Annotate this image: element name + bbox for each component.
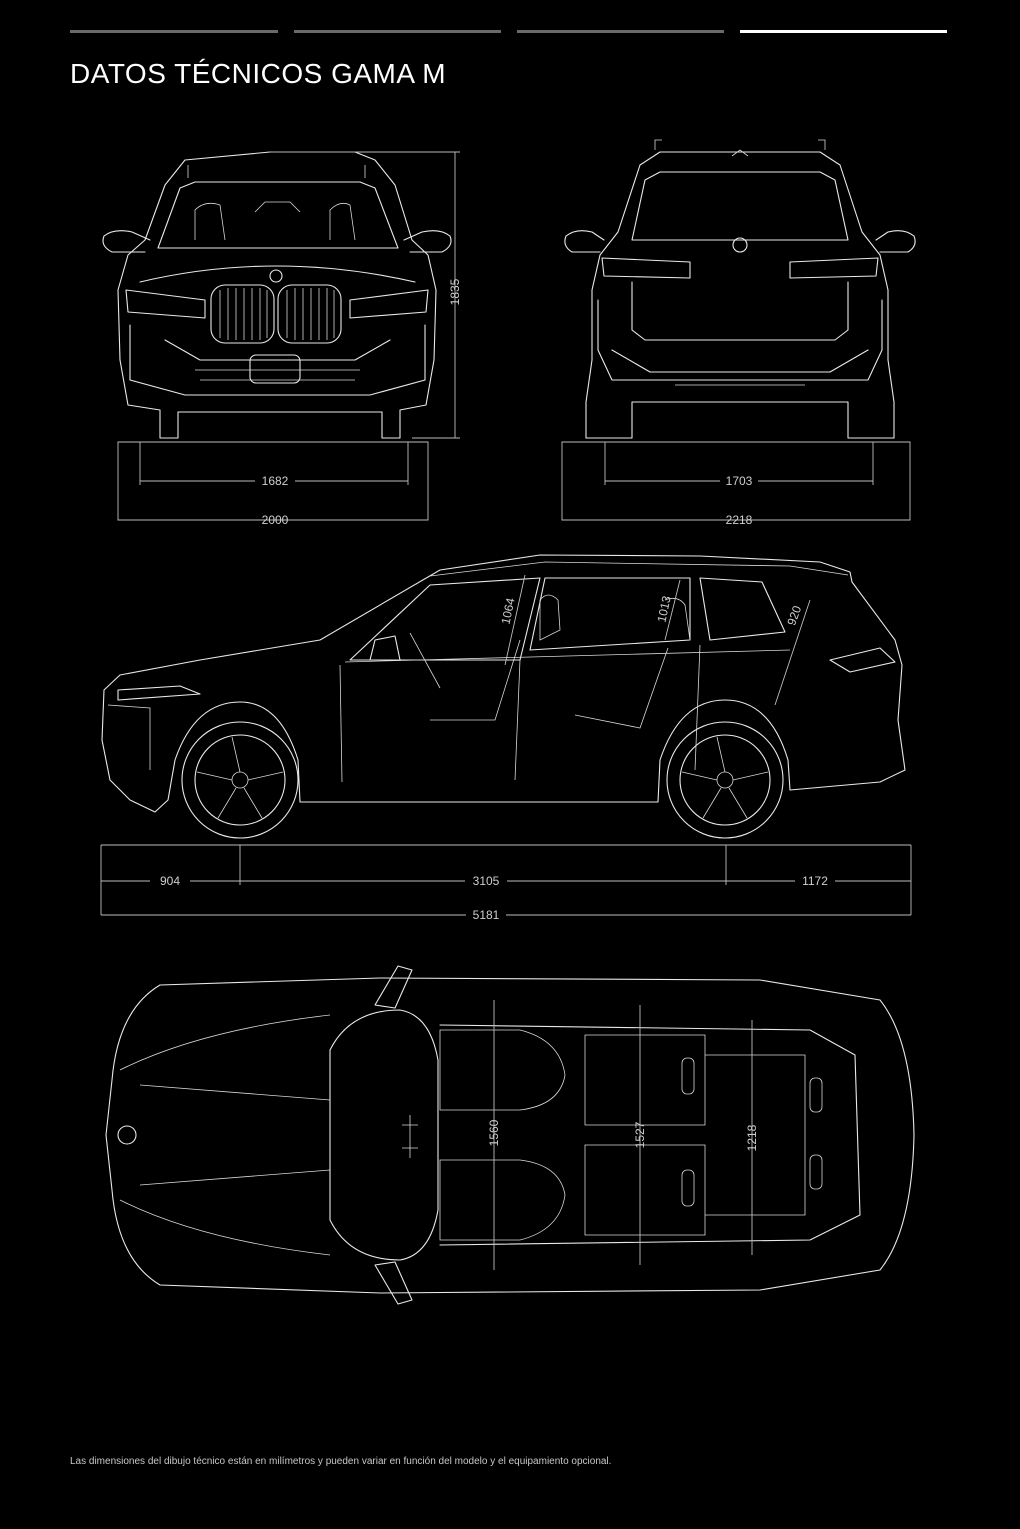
rear-view-drawing <box>564 139 916 439</box>
dim-front-height: 1835 <box>448 278 462 305</box>
front-dimension-lines <box>117 441 429 521</box>
dim-length: 5181 <box>473 908 500 922</box>
dim-headroom-row1: 1064 <box>498 596 517 625</box>
dim-front-track: 1682 <box>262 474 289 488</box>
dim-headroom-row3: 920 <box>784 604 804 628</box>
dim-shoulder-row1: 1560 <box>487 1119 501 1146</box>
side-dimension-lines <box>100 844 912 916</box>
dim-front-width: 2000 <box>262 513 289 527</box>
front-view-drawing <box>102 151 460 439</box>
progress-bar-2 <box>294 30 501 33</box>
dim-wheelbase: 3105 <box>473 874 500 888</box>
dim-front-overhang: 904 <box>160 874 180 888</box>
dim-rear-width: 2218 <box>726 513 753 527</box>
dim-shoulder-row2: 1527 <box>633 1121 647 1148</box>
dim-rear-overhang: 1172 <box>802 874 828 888</box>
dim-shoulder-row3: 1218 <box>745 1124 759 1151</box>
progress-bar-4 <box>740 30 947 33</box>
side-view-drawing <box>101 554 906 839</box>
dim-rear-track: 1703 <box>726 474 753 488</box>
dim-headroom-row2: 1013 <box>654 594 673 623</box>
footnote: Las dimensiones del dibujo técnico están… <box>70 1456 612 1467</box>
progress-bar-1 <box>70 30 278 33</box>
progress-bar-3 <box>517 30 724 33</box>
top-view-drawing <box>105 965 915 1305</box>
rear-dimension-lines <box>561 441 911 521</box>
page-title: DATOS TÉCNICOS GAMA M <box>70 58 447 89</box>
